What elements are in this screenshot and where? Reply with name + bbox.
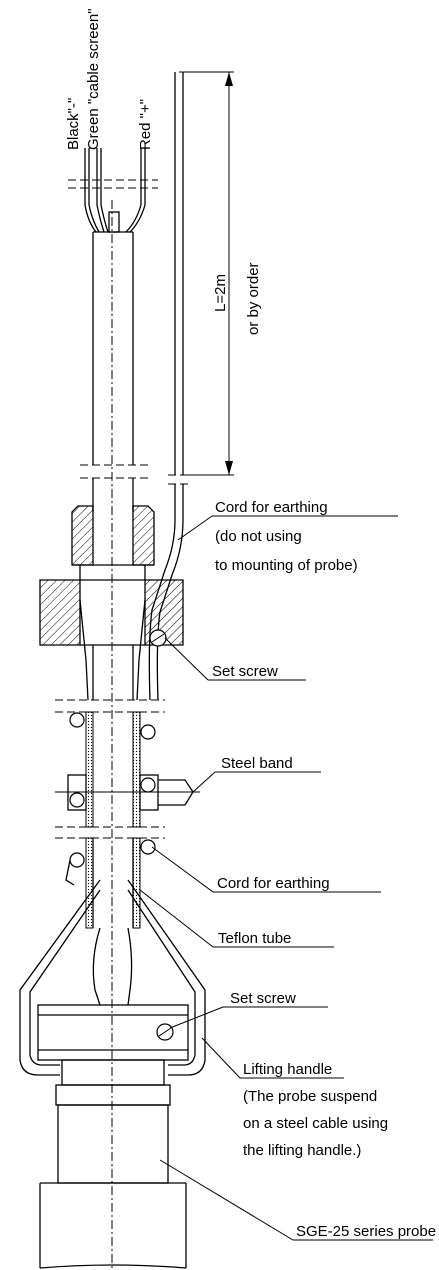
cord-earthing-note-2: to mounting of probe)	[215, 557, 358, 574]
probe-body	[39, 1182, 187, 1269]
cord-earthing-lower-label: Cord for earthing	[217, 875, 330, 892]
teflon-tube	[55, 711, 165, 929]
band-screw-left-icon	[69, 792, 85, 808]
cord-screw-3-icon	[69, 852, 85, 868]
cord-screw-4-icon	[140, 839, 156, 855]
teflon-tube-label: Teflon tube	[218, 930, 291, 947]
steel-band-label: Steel band	[221, 755, 293, 772]
leader-lines	[139, 515, 433, 1241]
probe-neck	[55, 1059, 171, 1184]
length-label: L=2m	[212, 274, 229, 312]
lifting-handle-label: Lifting handle	[243, 1061, 332, 1078]
set-screw-lower-label: Set screw	[230, 990, 296, 1007]
lifting-handle-note-1: (The probe suspend	[243, 1088, 377, 1105]
band-screw-right-icon	[140, 777, 156, 793]
steel-band	[55, 774, 200, 811]
length-note-label: or by order	[245, 262, 262, 335]
lifting-handle-note-2: on a steel cable using	[243, 1115, 388, 1132]
cord-screw-2-icon	[140, 724, 156, 740]
break-lines-upper	[55, 699, 165, 713]
probe-label: SGE-25 series probe	[296, 1223, 436, 1240]
black-wire-label: Black"-"	[65, 98, 82, 150]
cord-screw-1-icon	[69, 712, 85, 728]
gland-body	[39, 564, 184, 701]
set-screw-upper-label: Set screw	[212, 663, 278, 680]
length-dimension	[179, 71, 234, 476]
cord-earthing-label: Cord for earthing	[215, 499, 328, 516]
lifting-handle	[19, 879, 206, 1076]
wire-leads	[68, 148, 158, 233]
red-wire-label: Red "+"	[137, 99, 154, 150]
lifting-handle-note-3: the lifting handle.)	[243, 1142, 361, 1159]
green-wire-label: Green "cable screen"	[85, 8, 102, 150]
main-cable	[80, 231, 150, 512]
cord-earthing-note-1: (do not using	[215, 528, 302, 545]
gland-nut	[71, 505, 155, 566]
